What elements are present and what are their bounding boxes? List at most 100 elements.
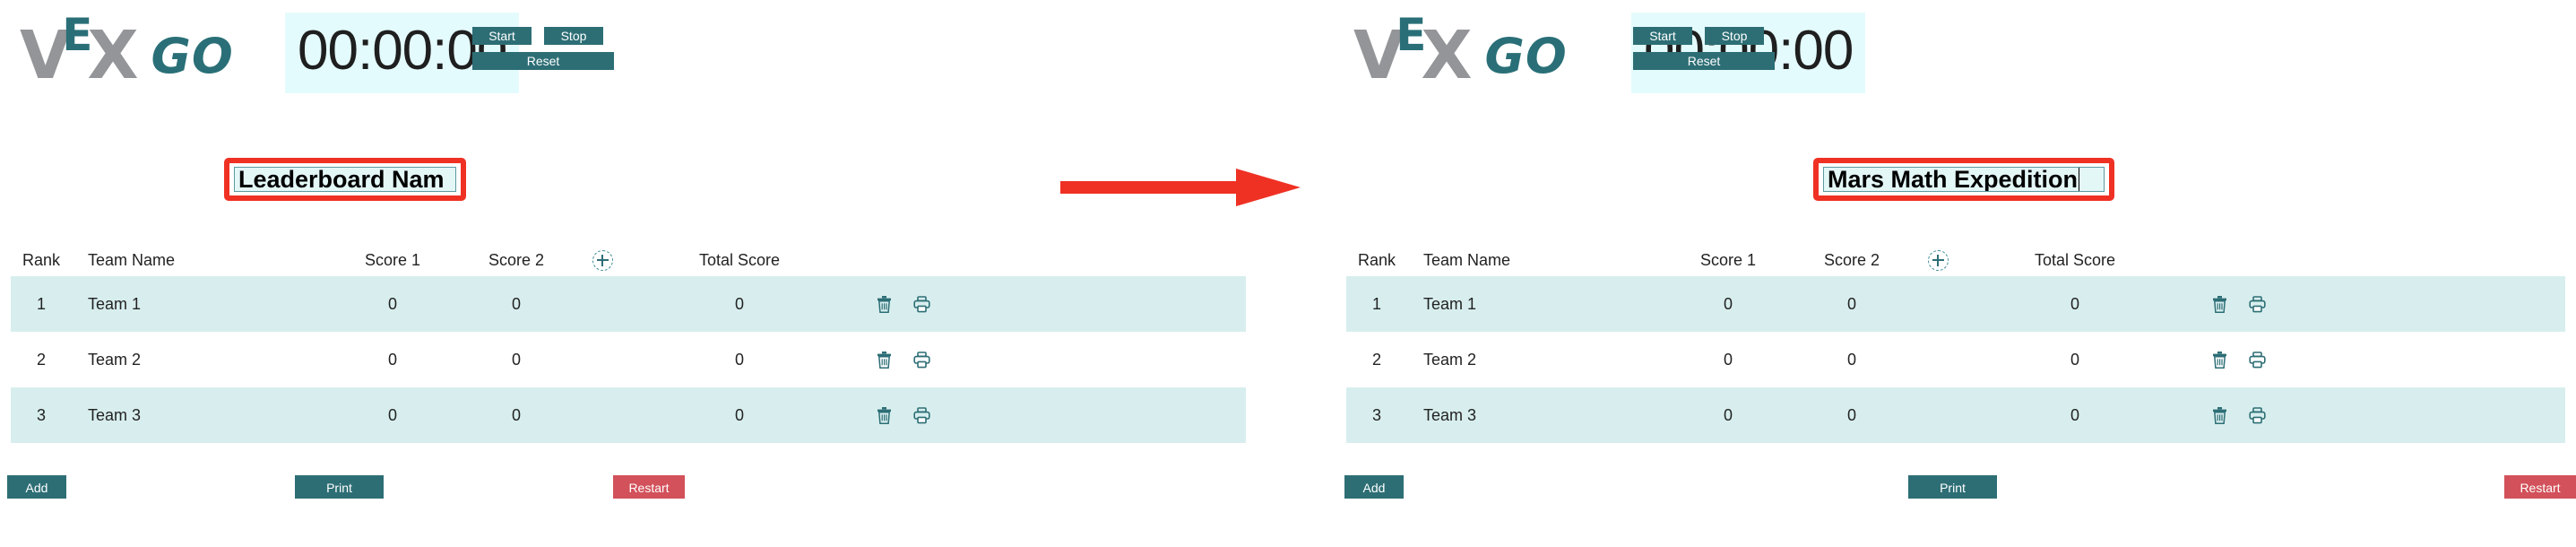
leaderboard-footer: Add Team Print Leaderboard Restart Game	[1336, 475, 2576, 518]
leaderboard-footer: Add Team Print Leaderboard Restart Game	[0, 475, 1255, 518]
column-header-score-2: Score 2	[488, 250, 545, 269]
table-row[interactable]: 3 Team 3 0 0 0	[1346, 387, 2565, 443]
cell-score-2[interactable]: 0	[511, 350, 521, 369]
logo-letter-e: E	[1396, 8, 1426, 61]
cell-score-1[interactable]: 0	[387, 405, 397, 424]
add-column-button[interactable]	[1895, 249, 1981, 271]
print-row-icon[interactable]	[912, 405, 930, 425]
vex-go-logo: VEX GO	[20, 13, 234, 89]
column-header-rank: Rank	[1357, 250, 1396, 269]
timer-controls: Start Stop Reset	[472, 27, 734, 70]
row-actions	[2169, 350, 2390, 369]
print-row-icon[interactable]	[912, 350, 930, 369]
leaderboard-panel-after: VEX GO 00:00:00 Start Stop Reset Mars Ma…	[1336, 0, 2576, 547]
timer-controls: Start Stop Reset	[1633, 27, 1895, 70]
cell-score-1[interactable]: 0	[387, 350, 397, 369]
row-actions	[834, 350, 1054, 369]
column-header-total-score: Total Score	[2034, 250, 2116, 269]
cell-score-2[interactable]: 0	[511, 294, 521, 313]
column-header-team-name: Team Name	[88, 250, 176, 269]
leaderboard-name-highlight: Leaderboard Nam	[224, 158, 466, 201]
leaderboard-name-value: Leaderboard Nam	[238, 167, 445, 192]
add-column-button[interactable]	[559, 249, 645, 271]
cell-team-name[interactable]: Team 3	[1423, 405, 1477, 424]
delete-team-icon[interactable]	[2210, 350, 2228, 369]
cell-team-name[interactable]: Team 1	[1423, 294, 1477, 313]
timer-reset-button[interactable]: Reset	[472, 52, 614, 70]
cell-score-2[interactable]: 0	[1846, 405, 1856, 424]
cell-rank: 1	[36, 294, 46, 313]
logo-go-wordmark: GO	[151, 28, 234, 84]
column-header-score-1: Score 1	[364, 250, 421, 269]
app-header: VEX GO 00:00:00 Start Stop Reset	[1336, 0, 2576, 143]
delete-team-icon[interactable]	[875, 405, 893, 425]
logo-letter-v: V	[1353, 16, 1405, 94]
cell-score-1[interactable]: 0	[1723, 405, 1733, 424]
delete-team-icon[interactable]	[875, 350, 893, 369]
print-leaderboard-button[interactable]: Print Leaderboard	[295, 475, 384, 518]
cell-team-name[interactable]: Team 2	[1423, 350, 1477, 369]
cell-total-score: 0	[2070, 405, 2079, 424]
column-header-rank: Rank	[22, 250, 61, 269]
table-row[interactable]: 2 Team 2 0 0 0	[11, 332, 1246, 387]
print-row-icon[interactable]	[912, 294, 930, 314]
leaderboard-name-input[interactable]: Leaderboard Nam	[234, 167, 456, 192]
leaderboard-name-value: Mars Math Expedition	[1828, 167, 2079, 192]
leaderboard-table-header: Rank Team Name Score 1 Score 2 Total Sco…	[1346, 244, 2565, 276]
red-right-arrow-icon	[1060, 167, 1302, 208]
cell-team-name[interactable]: Team 3	[88, 405, 142, 424]
column-header-score-1: Score 1	[1699, 250, 1757, 269]
cell-score-2[interactable]: 0	[1846, 294, 1856, 313]
cell-score-1[interactable]: 0	[1723, 294, 1733, 313]
add-team-button[interactable]: Add Team	[1344, 475, 1404, 518]
vex-wordmark: VEX	[20, 13, 139, 89]
plus-circle-icon	[1927, 249, 1949, 271]
logo-go-wordmark: GO	[1484, 28, 1568, 84]
cell-score-2[interactable]: 0	[1846, 350, 1856, 369]
delete-team-icon[interactable]	[2210, 294, 2228, 314]
print-row-icon[interactable]	[2248, 350, 2266, 369]
logo-letter-x: X	[1421, 16, 1472, 94]
delete-team-icon[interactable]	[875, 294, 893, 314]
print-leaderboard-button[interactable]: Print Leaderboard	[1908, 475, 1997, 518]
timer-reset-button[interactable]: Reset	[1633, 52, 1775, 70]
plus-circle-icon	[592, 249, 613, 271]
column-header-score-2: Score 2	[1823, 250, 1880, 269]
cell-rank: 1	[1371, 294, 1381, 313]
logo-letter-e: E	[62, 8, 92, 61]
cell-score-2[interactable]: 0	[511, 405, 521, 424]
delete-team-icon[interactable]	[2210, 405, 2228, 425]
leaderboard-name-input[interactable]: Mars Math Expedition	[1823, 167, 2105, 192]
leaderboard-name-highlight: Mars Math Expedition	[1813, 158, 2114, 201]
cell-total-score: 0	[2070, 294, 2079, 313]
table-row[interactable]: 3 Team 3 0 0 0	[11, 387, 1246, 443]
leaderboard-table-header: Rank Team Name Score 1 Score 2 Total Sco…	[11, 244, 1246, 276]
timer-stop-button[interactable]: Stop	[1705, 27, 1764, 45]
timer-start-button[interactable]: Start	[1633, 27, 1692, 45]
row-actions	[2169, 294, 2390, 314]
add-team-button[interactable]: Add Team	[7, 475, 66, 518]
cell-team-name[interactable]: Team 2	[88, 350, 142, 369]
table-row[interactable]: 2 Team 2 0 0 0	[1346, 332, 2565, 387]
table-row[interactable]: 1 Team 1 0 0 0	[1346, 276, 2565, 332]
cell-score-1[interactable]: 0	[1723, 350, 1733, 369]
column-header-team-name: Team Name	[1423, 250, 1511, 269]
table-row[interactable]: 1 Team 1 0 0 0	[11, 276, 1246, 332]
restart-game-button[interactable]: Restart Game	[613, 475, 685, 518]
leaderboard-table: Rank Team Name Score 1 Score 2 Total Sco…	[1346, 244, 2565, 443]
timer-start-button[interactable]: Start	[472, 27, 532, 45]
row-actions	[834, 405, 1054, 425]
cell-score-1[interactable]: 0	[387, 294, 397, 313]
cell-total-score: 0	[734, 294, 744, 313]
restart-game-button[interactable]: Restart Game	[2504, 475, 2576, 518]
print-row-icon[interactable]	[2248, 294, 2266, 314]
cell-total-score: 0	[2070, 350, 2079, 369]
cell-total-score: 0	[734, 350, 744, 369]
print-row-icon[interactable]	[2248, 405, 2266, 425]
vex-go-logo: VEX GO	[1353, 13, 1568, 94]
timer-stop-button[interactable]: Stop	[544, 27, 603, 45]
column-header-total-score: Total Score	[698, 250, 781, 269]
cell-team-name[interactable]: Team 1	[88, 294, 142, 313]
row-actions	[2169, 405, 2390, 425]
